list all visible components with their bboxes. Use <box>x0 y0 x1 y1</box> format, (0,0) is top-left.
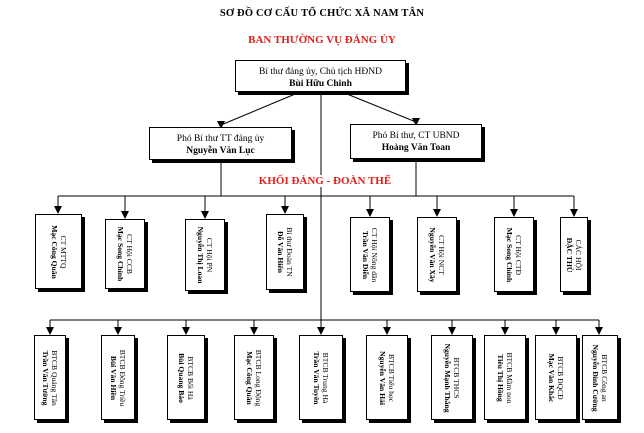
cell-role: BTCB Mầm non <box>505 351 514 404</box>
deputy-name: Hoàng Văn Toan <box>381 143 451 153</box>
top-leader-box: Bí thư đảng ủy, Chủ tịch HĐND Bùi Hữu Ch… <box>235 60 406 92</box>
top-leader-role: Bí thư đảng ủy, Chủ tịch HĐND <box>258 67 382 77</box>
cell-role: BTCB Đông Triều <box>118 349 127 406</box>
deputy-role: Phó Bí thư TT đảng ủy <box>176 134 265 144</box>
unit-role: CT Hội PN <box>205 237 214 273</box>
cell-role: BTCB Bối Hà <box>186 355 195 400</box>
cell-name: Mạc Công Quân <box>245 350 254 405</box>
unit-role: CT Hội Nông dân <box>370 227 379 282</box>
cell-name: Nguyễn Đình Cường <box>591 344 600 411</box>
unit-name: Mạc Song Chính <box>116 226 125 282</box>
cell-name: Bùi Quang Bảo <box>177 352 186 403</box>
cell-name: Trần Văn Tường <box>41 350 50 405</box>
diagram-title: SƠ ĐỒ CƠ CẤU TỔ CHỨC XÃ NAM TÂN <box>219 8 425 19</box>
deputy-box-1: Phó Bí thư TT đảng ủy Nguyễn Văn Lục <box>149 127 292 160</box>
cell-role: BTCB Trung Hà <box>321 352 330 403</box>
deputy-box-2: Phó Bí thư, CT UBND Hoàng Văn Toan <box>350 124 482 159</box>
unit-role: CÁC HỘI <box>574 238 583 271</box>
cell-role: BTCB Tiểu học <box>387 353 396 402</box>
cell-role: BTCB Công an <box>600 353 609 402</box>
cell-role: BTCB Quảng Tân <box>50 349 59 406</box>
cell-name: Nguyễn Văn Hải <box>378 350 387 405</box>
top-leader-name: Bùi Hữu Chinh <box>289 79 352 89</box>
unit-name: Nguyễn Thị Loan <box>196 226 205 284</box>
deputy-role: Phó Bí thư, CT UBND <box>372 131 460 141</box>
unit-role: Bí thư Đoàn TN <box>285 227 294 277</box>
cell-role: BTCB Long Động <box>254 349 263 406</box>
unit-role: CT MTTQ <box>58 235 68 268</box>
unit-name: ĐẶC THÙ <box>565 237 574 272</box>
section-label: KHỐI ĐẢNG - ĐOÀN THỂ <box>255 175 395 187</box>
cell-name: Bùi Văn Hiền <box>109 355 118 400</box>
unit-name: Trần Văn Diễn <box>361 230 370 279</box>
cell-role: BTCB THCS <box>452 356 461 399</box>
cell-name: Nguyễn Mạnh Thắng <box>443 342 452 413</box>
unit-role: CT Hội CTĐ <box>514 234 523 275</box>
diagram-subtitle: BAN THƯỜNG VỤ ĐẢNG ỦY <box>248 34 396 46</box>
cell-name: Tiêu Thị Hồng <box>496 353 505 402</box>
unit-name: Mạc Công Quân <box>49 224 59 279</box>
unit-name: Nguyễn Văn Xây <box>428 226 437 283</box>
cell-name: Trần Văn Tuyên <box>312 351 321 404</box>
unit-role: CT Hội CCB <box>125 234 134 274</box>
cell-role: BTCB ĐQCĐ <box>556 355 565 400</box>
cell-name: Mạc Văn Khắc <box>547 353 556 402</box>
deputy-name: Nguyễn Văn Lục <box>186 146 255 156</box>
unit-role: CT Hội NCT <box>437 234 446 275</box>
unit-name: Đỗ Văn Hiển <box>276 230 285 274</box>
unit-name: Mạc Song Chính <box>505 227 514 282</box>
